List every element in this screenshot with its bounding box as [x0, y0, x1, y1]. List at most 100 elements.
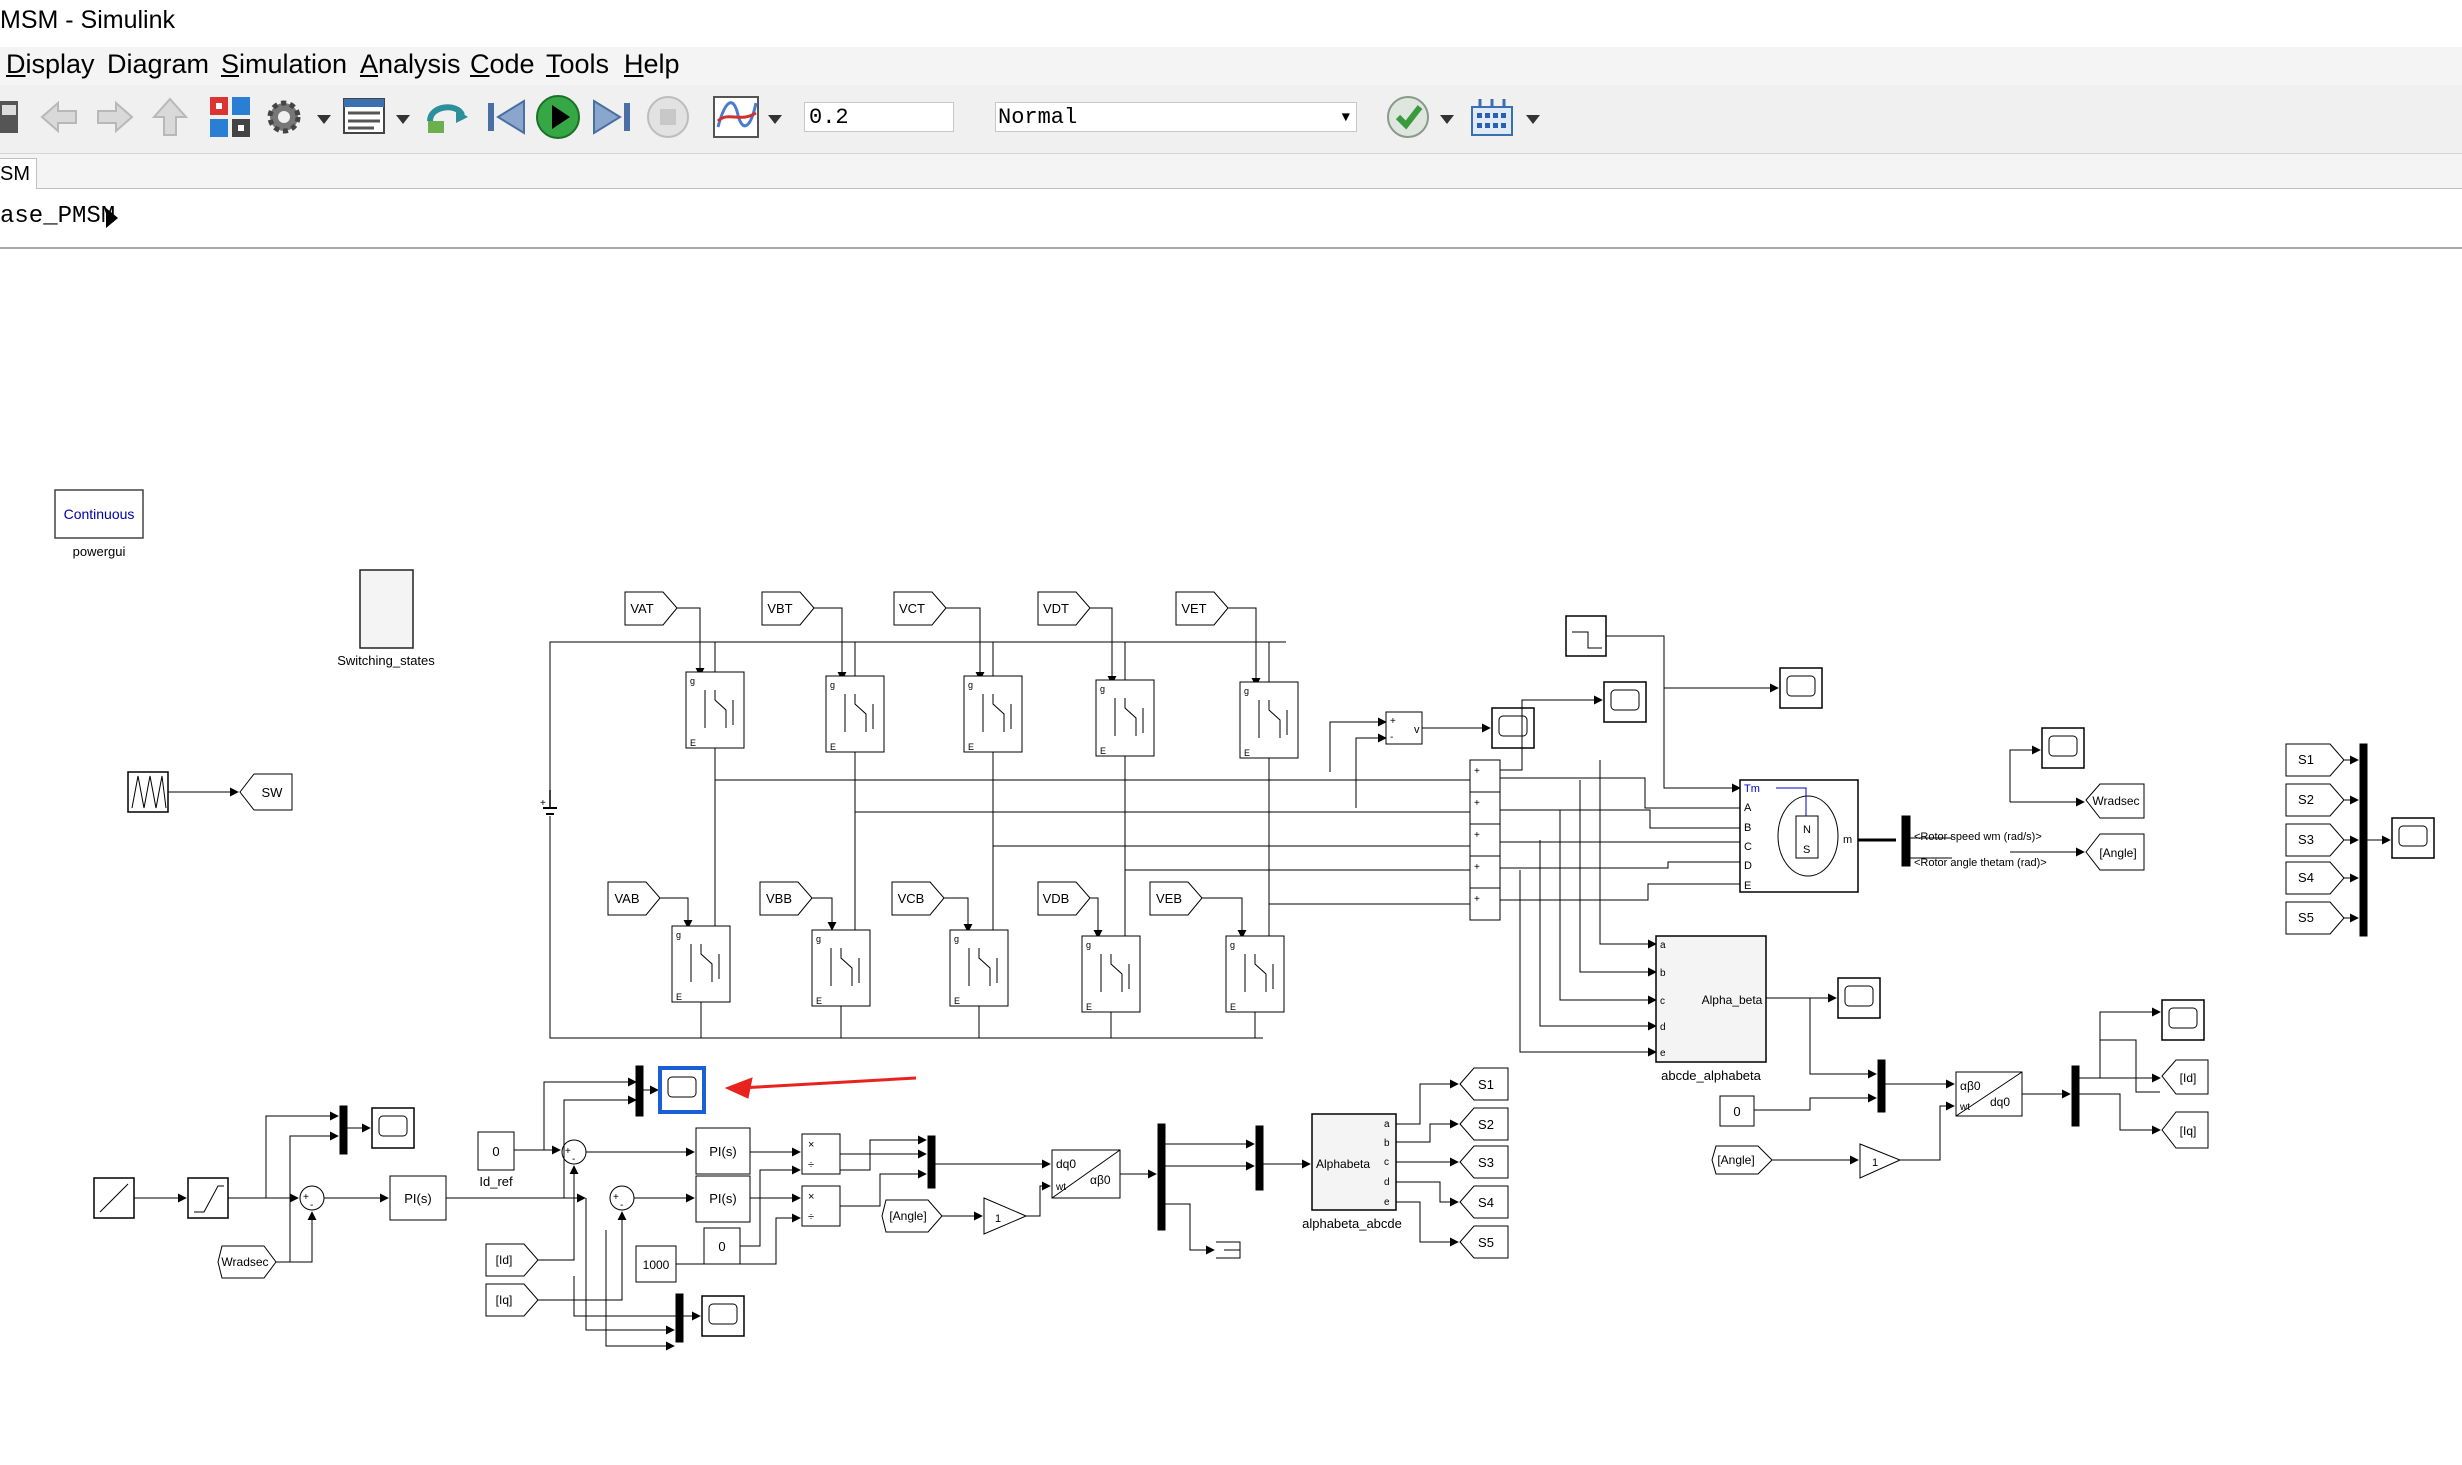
mux-alphabeta-in[interactable] — [1255, 1125, 1264, 1191]
back-icon[interactable] — [34, 91, 86, 143]
sample-time-icon[interactable] — [1466, 91, 1518, 143]
from-s2-right[interactable]: S2 — [2285, 783, 2345, 817]
menu-display[interactable]: Display — [6, 49, 95, 79]
goto-angle[interactable]: [Angle] — [2085, 833, 2145, 871]
from-wradsec[interactable]: Wradsec — [217, 1245, 277, 1279]
scope-current-ref[interactable] — [701, 1295, 745, 1337]
igbt-top-e[interactable]: gE — [1239, 681, 1299, 759]
goto-iq[interactable]: [Iq] — [2161, 1111, 2209, 1149]
stop-icon[interactable] — [642, 91, 694, 143]
goto-from-angle-right[interactable]: [Angle] — [1711, 1145, 1773, 1175]
demux-dq[interactable] — [2071, 1065, 2080, 1127]
gate-tag-vat[interactable]: VAT — [624, 591, 678, 626]
model-explorer-icon[interactable] — [338, 91, 390, 143]
pi-iq[interactable]: PI(s) — [695, 1175, 751, 1223]
const-1000[interactable]: 1000 — [635, 1245, 677, 1283]
model-canvas[interactable]: Continuous powergui Switching_states SW … — [0, 249, 2462, 1460]
library-browser-icon[interactable] — [204, 91, 256, 143]
terminator[interactable] — [1216, 1241, 1241, 1259]
alphabeta-abcde-block[interactable]: Alphabeta a b c d e alphabeta_abcde — [1302, 1113, 1402, 1231]
igbt-top-c[interactable]: gE — [963, 675, 1023, 753]
sum-iq[interactable]: +- — [609, 1185, 635, 1211]
check-icon[interactable] — [1382, 91, 1434, 143]
goto-id[interactable]: [Id] — [2161, 1059, 2209, 1095]
const-id-ref[interactable]: 0Id_ref — [477, 1131, 515, 1189]
gate-tag-vab[interactable]: VAB — [607, 881, 661, 916]
gate-tag-vdt[interactable]: VDT — [1037, 591, 1091, 626]
dc-source[interactable]: + — [540, 790, 557, 815]
from-s5-right[interactable]: S5 — [2285, 901, 2345, 935]
sample-time-dropdown-icon[interactable] — [1526, 112, 1540, 124]
step-source[interactable] — [1565, 615, 1607, 657]
stop-time-input[interactable]: 0.2 — [804, 102, 954, 132]
from-id[interactable]: [Id] — [485, 1243, 539, 1277]
mux-dq0[interactable] — [927, 1135, 936, 1189]
gate-tag-veb[interactable]: VEB — [1149, 881, 1203, 916]
goto-s3[interactable]: S3 — [1459, 1145, 1509, 1179]
sum-speed[interactable]: +- — [299, 1185, 325, 1211]
scope-s-right[interactable] — [2391, 817, 2435, 859]
model-settings-icon[interactable] — [258, 91, 310, 143]
simulation-mode-select[interactable]: Normal▼ — [995, 102, 1357, 132]
igbt-bottom-c[interactable]: gE — [949, 929, 1009, 1007]
ramp-source[interactable] — [93, 1177, 135, 1219]
gain-one-left[interactable]: 1 — [983, 1197, 1028, 1235]
igbt-bottom-d[interactable]: gE — [1081, 935, 1141, 1013]
product-d[interactable]: ×÷ — [801, 1133, 841, 1175]
menu-code[interactable]: Code — [470, 49, 535, 79]
mux-speed[interactable] — [339, 1105, 348, 1155]
bus-selector[interactable] — [1901, 815, 1911, 867]
step-forward-icon[interactable] — [586, 91, 638, 143]
igbt-bottom-b[interactable]: gE — [811, 929, 871, 1007]
breadcrumb-path[interactable]: ase_PMSM — [0, 203, 116, 230]
scope-dq[interactable] — [2161, 999, 2205, 1041]
igbt-top-b[interactable]: gE — [825, 675, 885, 753]
mux-id-ref[interactable] — [635, 1065, 644, 1117]
tab-model[interactable]: SM — [0, 158, 37, 189]
sum-id[interactable]: +- — [561, 1139, 587, 1165]
igbt-top-a[interactable]: gE — [685, 671, 745, 749]
from-s4-right[interactable]: S4 — [2285, 861, 2345, 895]
powergui-block[interactable]: Continuous powergui — [54, 489, 144, 559]
goto-s2[interactable]: S2 — [1459, 1107, 1509, 1141]
gate-tag-vcb[interactable]: VCB — [891, 881, 945, 916]
product-q[interactable]: ×÷ — [801, 1185, 841, 1227]
voltage-measurement[interactable]: + - v — [1385, 711, 1423, 745]
const-zero-mid[interactable]: 0 — [703, 1227, 741, 1265]
scope-alphabeta[interactable] — [1837, 977, 1881, 1019]
menu-tools[interactable]: Tools — [546, 49, 610, 79]
menu-diagram[interactable]: Diagram — [107, 49, 210, 79]
gate-tag-vct[interactable]: VCT — [893, 591, 947, 626]
abcde-alphabeta-block[interactable]: a b c d e Alpha_beta abcde_alphabeta — [1655, 935, 1767, 1083]
gate-tag-vet[interactable]: VET — [1175, 591, 1229, 626]
menu-help[interactable]: Help — [624, 49, 680, 79]
gain-one-right[interactable]: 1 — [1859, 1143, 1902, 1179]
scope-voltage[interactable] — [1491, 707, 1535, 749]
scope-viewer-icon[interactable] — [710, 91, 762, 143]
from-iq[interactable]: [Iq] — [485, 1283, 539, 1317]
goto-sw[interactable]: SW — [239, 773, 293, 811]
pi-id[interactable]: PI(s) — [695, 1127, 751, 1175]
mux-current[interactable] — [675, 1293, 684, 1343]
scope-id-selected[interactable] — [658, 1066, 706, 1114]
run-icon[interactable] — [532, 91, 584, 143]
triangle-source-block[interactable] — [127, 771, 169, 813]
demux-abz[interactable] — [1157, 1123, 1166, 1231]
explorer-dropdown-icon[interactable] — [396, 112, 410, 124]
mux-alphabeta[interactable] — [1877, 1059, 1886, 1113]
gate-tag-vbb[interactable]: VBB — [759, 881, 813, 916]
check-dropdown-icon[interactable] — [1440, 112, 1454, 124]
settings-dropdown-icon[interactable] — [317, 112, 331, 124]
goto-s1[interactable]: S1 — [1459, 1067, 1509, 1101]
const-zero-right[interactable]: 0 — [1719, 1095, 1755, 1127]
scope-speed[interactable] — [371, 1107, 415, 1149]
viewer-dropdown-icon[interactable] — [768, 112, 782, 124]
current-measurement-stack[interactable]: +++++ — [1469, 759, 1501, 921]
goto-s4[interactable]: S4 — [1459, 1185, 1509, 1219]
pi-speed[interactable]: PI(s) — [389, 1175, 447, 1221]
from-s3-right[interactable]: S3 — [2285, 823, 2345, 857]
from-s1-right[interactable]: S1 — [2285, 743, 2345, 777]
from-angle-left[interactable]: [Angle] — [881, 1199, 943, 1233]
gate-tag-vdb[interactable]: VDB — [1037, 881, 1091, 916]
